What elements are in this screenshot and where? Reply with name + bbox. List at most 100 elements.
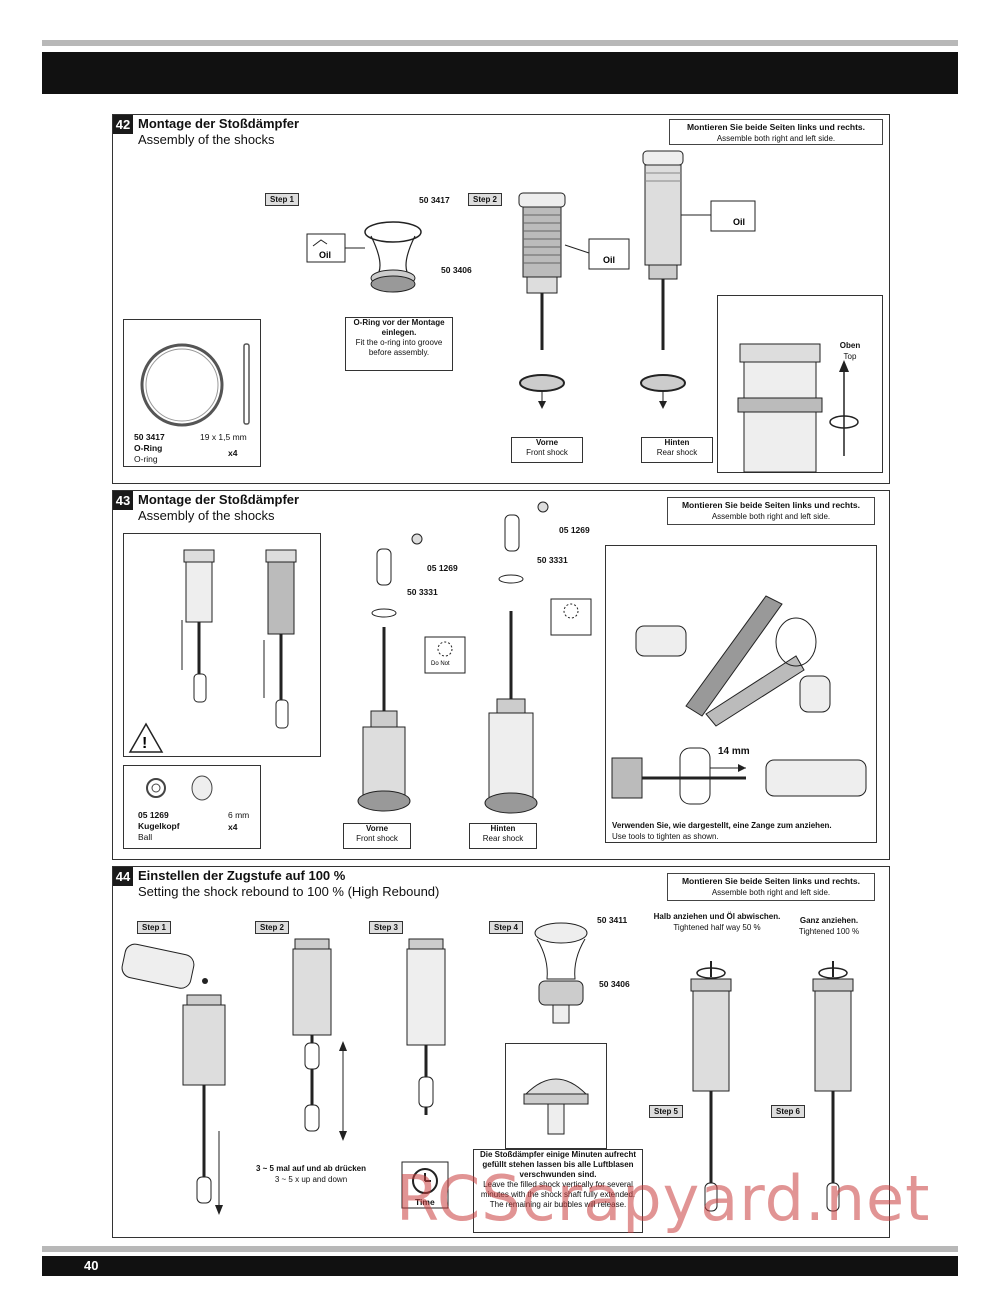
half-note: Halb anziehen und Öl abwischen. Tightene… bbox=[653, 911, 781, 933]
note-de: Montieren Sie beide Seiten links und rec… bbox=[686, 122, 866, 132]
oring-note-box: O-Ring vor der Montage einlegen. Fit the… bbox=[345, 317, 453, 371]
full-tighten-shock-drawing bbox=[812, 961, 854, 1212]
parts-panel-oring: 50 3417 O-Ring O-ring 19 x 1,5 mm x4 bbox=[123, 319, 261, 467]
parts-info: 05 1269 Kugelkopf Ball bbox=[138, 810, 180, 843]
rear-shock-label: Hinten Rear shock bbox=[469, 823, 537, 849]
ball-part-drawing bbox=[146, 775, 213, 801]
both-sides-note: Montieren Sie beide Seiten links und rec… bbox=[669, 119, 883, 145]
section-title-en: Assembly of the shocks bbox=[138, 508, 275, 523]
tool-panel: 14 mm Verwenden Sie, wie dargestellt, ei… bbox=[605, 545, 877, 843]
parts-name-de: O-Ring bbox=[134, 443, 163, 453]
oil-text: Oil bbox=[319, 250, 331, 260]
step-2-label: Step 2 bbox=[468, 193, 503, 206]
section-43: 43 Montage der Stoßdämpfer Assembly of t… bbox=[112, 490, 890, 860]
cap-assembly-drawing bbox=[534, 922, 588, 1024]
parts-size: 6 mm bbox=[228, 810, 250, 820]
front-en: Front shock bbox=[526, 448, 568, 457]
note-de: Montieren Sie beide Seiten links und rec… bbox=[681, 500, 861, 510]
parts-qty: x4 bbox=[228, 822, 238, 832]
tool-note-en: Use tools to tighten as shown. bbox=[612, 832, 719, 841]
oring-note-en: Fit the o-ring into groove before assemb… bbox=[355, 338, 443, 357]
front-shock-drawing bbox=[357, 533, 423, 812]
oring-cap-drawing: Oil bbox=[306, 221, 422, 293]
ball-part-label-front: 05 1269 bbox=[427, 563, 458, 573]
rear-warning-icon bbox=[550, 598, 592, 636]
end-part-label-front: 50 3331 bbox=[407, 587, 438, 597]
tool-note-de: Verwenden Sie, wie dargestellt, eine Zan… bbox=[612, 821, 832, 830]
full-note: Ganz anziehen. Tightened 100 % bbox=[783, 915, 875, 937]
part-number-oring: 50 3417 bbox=[419, 195, 450, 205]
rear-en: Rear shock bbox=[656, 448, 698, 457]
section-number: 44 bbox=[113, 867, 133, 886]
rotate-arrow-icon bbox=[829, 360, 859, 456]
top-rule bbox=[42, 40, 958, 46]
shock-body-front-drawing: Oil bbox=[518, 192, 630, 409]
step-1-label: Step 1 bbox=[265, 193, 300, 206]
section-number: 43 bbox=[113, 491, 133, 510]
step-3-label: Step 3 bbox=[369, 921, 404, 934]
measure-label: 14 mm bbox=[718, 746, 750, 757]
parts-name-en: Ball bbox=[138, 832, 153, 842]
section-title-en: Setting the shock rebound to 100 % (High… bbox=[138, 884, 440, 899]
note-en: Assemble both right and left side. bbox=[711, 888, 831, 897]
rear-shock-drawing bbox=[484, 501, 549, 814]
watermark: RCScrapyard.net bbox=[396, 1162, 931, 1235]
oil-fill-drawing bbox=[121, 943, 226, 1215]
front-warning-icon: Do Not bbox=[424, 636, 466, 674]
parts-info: 50 3417 O-Ring O-ring bbox=[134, 432, 165, 465]
front-shock-label: Vorne Front shock bbox=[343, 823, 411, 849]
top-label: Oben Top bbox=[830, 340, 870, 362]
step-4-label: Step 4 bbox=[489, 921, 524, 934]
wait-en: Leave the filled shock vertically for se… bbox=[480, 1180, 636, 1209]
ball-part-label-rear: 05 1269 bbox=[559, 525, 590, 535]
section-title-en: Assembly of the shocks bbox=[138, 132, 275, 147]
parts-code: 05 1269 bbox=[138, 810, 169, 820]
time-icon bbox=[401, 1161, 449, 1209]
parts-qty: x4 bbox=[228, 448, 238, 458]
note-de: Montieren Sie beide Seiten links und rec… bbox=[681, 876, 861, 886]
section-number: 42 bbox=[113, 115, 133, 134]
front-de: Vorne bbox=[365, 824, 389, 833]
section-44: 44 Einstellen der Zugstufe auf 100 % Set… bbox=[112, 866, 890, 1238]
oring-note-de: O-Ring vor der Montage einlegen. bbox=[353, 318, 445, 337]
wait-de: Die Stoßdämpfer einige Minuten aufrecht … bbox=[479, 1150, 636, 1179]
step-5-label: Step 5 bbox=[649, 1105, 684, 1118]
parts-name-de: Kugelkopf bbox=[138, 821, 180, 831]
parts-size: 19 x 1,5 mm bbox=[200, 432, 247, 442]
tool-note: Verwenden Sie, wie dargestellt, eine Zan… bbox=[612, 820, 874, 842]
step-6-label: Step 6 bbox=[771, 1105, 806, 1118]
svg-text:!: ! bbox=[142, 735, 147, 752]
shock-length-drawing: ! bbox=[128, 549, 297, 753]
oring-part-drawing bbox=[140, 343, 250, 427]
rear-de: Hinten bbox=[490, 824, 516, 833]
note-en: Assemble both right and left side. bbox=[716, 134, 836, 143]
svg-text:Oil: Oil bbox=[603, 255, 615, 265]
end-part-label-rear: 50 3331 bbox=[537, 555, 568, 565]
top-de: Oben bbox=[839, 341, 861, 350]
cap-detail-drawing bbox=[523, 1078, 589, 1135]
top-orientation-panel: Oben Top bbox=[717, 295, 883, 473]
front-de: Vorne bbox=[535, 438, 559, 447]
pump-note: 3 ~ 5 mal auf und ab drücken 3 ~ 5 x up … bbox=[241, 1163, 381, 1185]
both-sides-note: Montieren Sie beide Seiten links und rec… bbox=[667, 873, 875, 901]
pliers-drawing bbox=[635, 595, 831, 727]
section-42: 42 Montage der Stoßdämpfer Assembly of t… bbox=[112, 114, 890, 484]
step-2-label: Step 2 bbox=[255, 921, 290, 934]
parts-panel-ball: 05 1269 Kugelkopf Ball 6 mm x4 bbox=[123, 765, 261, 849]
footer-bar bbox=[42, 1256, 958, 1276]
half-de: Halb anziehen und Öl abwischen. bbox=[653, 912, 781, 921]
pump-en: 3 ~ 5 x up and down bbox=[274, 1175, 348, 1184]
shock-top-drawing bbox=[737, 343, 823, 473]
half-tighten-shock-drawing bbox=[690, 961, 732, 1212]
note-en: Assemble both right and left side. bbox=[711, 512, 831, 521]
wait-note-box: Die Stoßdämpfer einige Minuten aufrecht … bbox=[473, 1149, 643, 1233]
full-en: Tightened 100 % bbox=[798, 927, 860, 936]
header-bar bbox=[42, 52, 958, 94]
rear-de: Hinten bbox=[664, 438, 690, 447]
section-title-de: Montage der Stoßdämpfer bbox=[138, 116, 300, 131]
both-sides-note: Montieren Sie beide Seiten links und rec… bbox=[667, 497, 875, 525]
full-de: Ganz anziehen. bbox=[799, 916, 859, 925]
front-shock-label: Vorne Front shock bbox=[511, 437, 583, 463]
parts-name-en: O-ring bbox=[134, 454, 158, 464]
half-en: Tightened half way 50 % bbox=[673, 923, 761, 932]
